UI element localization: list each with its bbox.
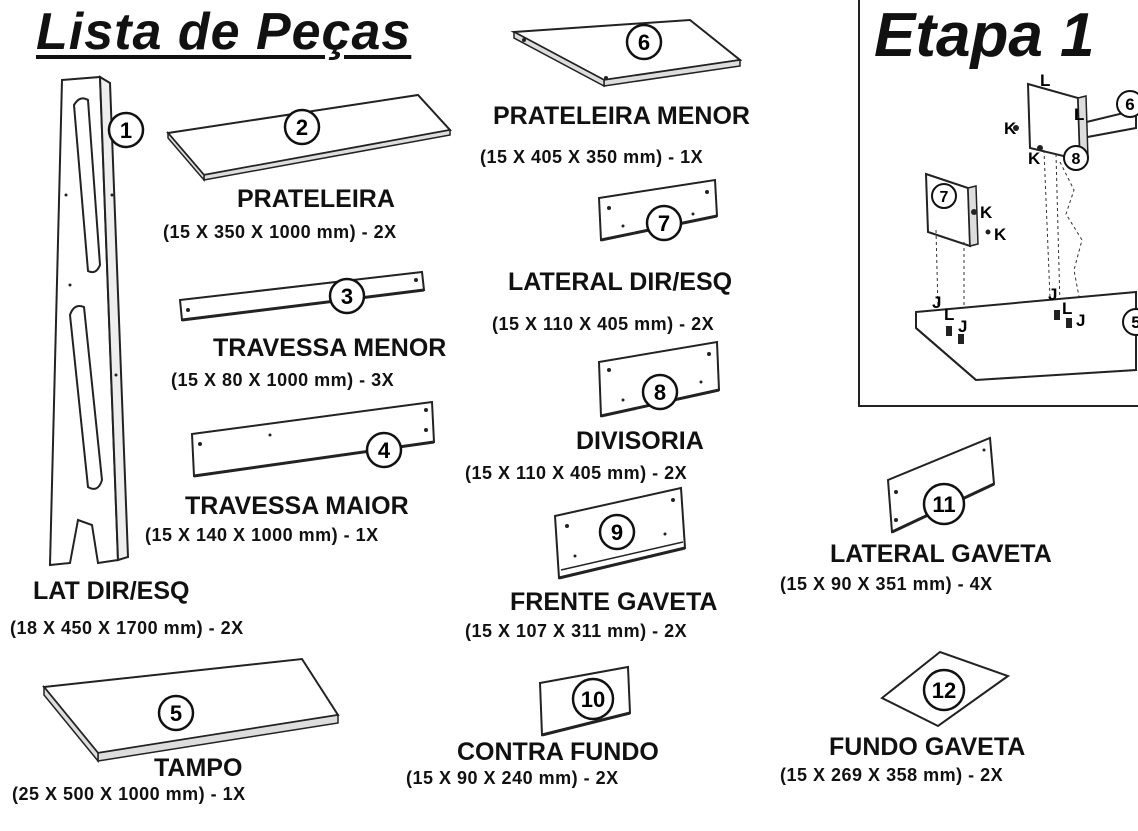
svg-text:3: 3	[341, 284, 353, 309]
etapa-title: Etapa 1	[874, 1, 1095, 70]
svg-text:K: K	[980, 203, 993, 222]
part-8-name: DIVISORIA	[576, 427, 704, 455]
part-1-dims: (18 X 450 X 1700 mm) - 2X	[10, 618, 244, 638]
part-8-badge: 8	[641, 373, 679, 411]
svg-text:J: J	[958, 317, 967, 336]
part-9-name: FRENTE GAVETA	[510, 588, 718, 616]
svg-text:K: K	[1028, 149, 1041, 168]
part-3-dims: (15 X 80 X 1000 mm) - 3X	[171, 370, 395, 390]
part-2-name: PRATELEIRA	[237, 185, 395, 213]
svg-text:4: 4	[378, 438, 391, 463]
part-2-dims: (15 X 350 X 1000 mm) - 2X	[163, 222, 397, 242]
svg-text:L: L	[1074, 105, 1084, 124]
part-9-badge: 9	[598, 513, 636, 551]
part-1-name: LAT DIR/ESQ	[33, 577, 190, 605]
svg-text:L: L	[1040, 71, 1050, 90]
part-7-dims: (15 X 110 X 405 mm) - 2X	[492, 314, 715, 334]
part-6-badge: 6	[625, 23, 663, 61]
svg-text:5: 5	[170, 701, 182, 726]
part-5-badge: 5	[157, 694, 195, 732]
page-title: Lista de Peças	[36, 3, 412, 61]
svg-text:8: 8	[1072, 151, 1081, 168]
part-10-drawing: 10	[538, 665, 632, 737]
svg-text:7: 7	[658, 211, 670, 236]
svg-text:K: K	[1004, 119, 1017, 138]
svg-text:8: 8	[654, 380, 666, 405]
etapa-badge-6: 6	[1116, 90, 1138, 118]
etapa-badge-5: 5	[1122, 308, 1138, 336]
part-8-dims: (15 X 110 X 405 mm) - 2X	[465, 463, 688, 483]
part-12-drawing: 12	[880, 650, 1011, 728]
part-3-badge: 3	[328, 277, 366, 315]
part-6-drawing: 6	[510, 18, 743, 88]
etapa-panel	[858, 0, 1138, 407]
svg-text:L: L	[944, 305, 954, 324]
part-2-drawing: 2	[166, 93, 452, 183]
svg-text:12: 12	[932, 678, 956, 703]
part-9-drawing: 9	[553, 486, 687, 580]
part-1-badge: 1	[107, 111, 145, 149]
part-7-badge: 7	[645, 204, 683, 242]
part-6-name: PRATELEIRA MENOR	[493, 102, 750, 130]
part-7-drawing: 7	[597, 178, 719, 242]
part-8-drawing: 8	[597, 340, 721, 418]
svg-text:10: 10	[581, 687, 605, 712]
svg-text:7: 7	[940, 189, 949, 206]
part-12-badge: 12	[922, 668, 966, 712]
part-5-name: TAMPO	[154, 754, 243, 782]
svg-text:L: L	[1062, 299, 1072, 318]
part-1-drawing: 1	[48, 75, 145, 567]
part-2-badge: 2	[283, 108, 321, 146]
part-10-dims: (15 X 90 X 240 mm) - 2X	[406, 768, 619, 788]
svg-text:1: 1	[120, 118, 132, 143]
svg-text:J: J	[932, 293, 941, 312]
svg-text:J: J	[1076, 311, 1085, 330]
part-5-dims: (25 X 500 X 1000 mm) - 1X	[12, 784, 246, 804]
part-11-name: LATERAL GAVETA	[830, 540, 1052, 568]
svg-text:6: 6	[638, 30, 650, 55]
part-4-dims: (15 X 140 X 1000 mm) - 1X	[145, 525, 379, 545]
svg-text:K: K	[994, 225, 1007, 244]
part-11-drawing: 11	[886, 436, 996, 534]
part-9-dims: (15 X 107 X 311 mm) - 2X	[465, 621, 688, 641]
part-12-name: FUNDO GAVETA	[829, 733, 1026, 761]
part-7-name: LATERAL DIR/ESQ	[508, 268, 733, 296]
svg-text:2: 2	[296, 115, 308, 140]
etapa-assembly-drawing: 6 8 7 5 L K K K K L J L J J L J	[915, 71, 1138, 382]
part-3-name: TRAVESSA MENOR	[213, 334, 447, 362]
part-11-dims: (15 X 90 X 351 mm) - 4X	[780, 574, 993, 594]
part-4-drawing: 4	[190, 400, 436, 478]
part-6-dims: (15 X 405 X 350 mm) - 1X	[480, 147, 704, 167]
etapa-badge-8: 8	[1063, 145, 1089, 171]
part-4-name: TRAVESSA MAIOR	[185, 492, 409, 520]
part-4-badge: 4	[365, 431, 403, 469]
svg-text:J: J	[1048, 285, 1057, 304]
part-12-dims: (15 X 269 X 358 mm) - 2X	[780, 765, 1004, 785]
part-11-badge: 11	[922, 482, 966, 526]
svg-text:6: 6	[1125, 95, 1134, 114]
part-5-drawing: 5	[42, 657, 340, 764]
svg-text:9: 9	[611, 520, 623, 545]
svg-text:5: 5	[1131, 313, 1138, 332]
svg-text:11: 11	[932, 492, 955, 517]
etapa-badge-7: 7	[931, 183, 957, 209]
part-10-badge: 10	[571, 677, 615, 721]
part-3-drawing: 3	[178, 270, 426, 322]
part-10-name: CONTRA FUNDO	[457, 738, 659, 766]
